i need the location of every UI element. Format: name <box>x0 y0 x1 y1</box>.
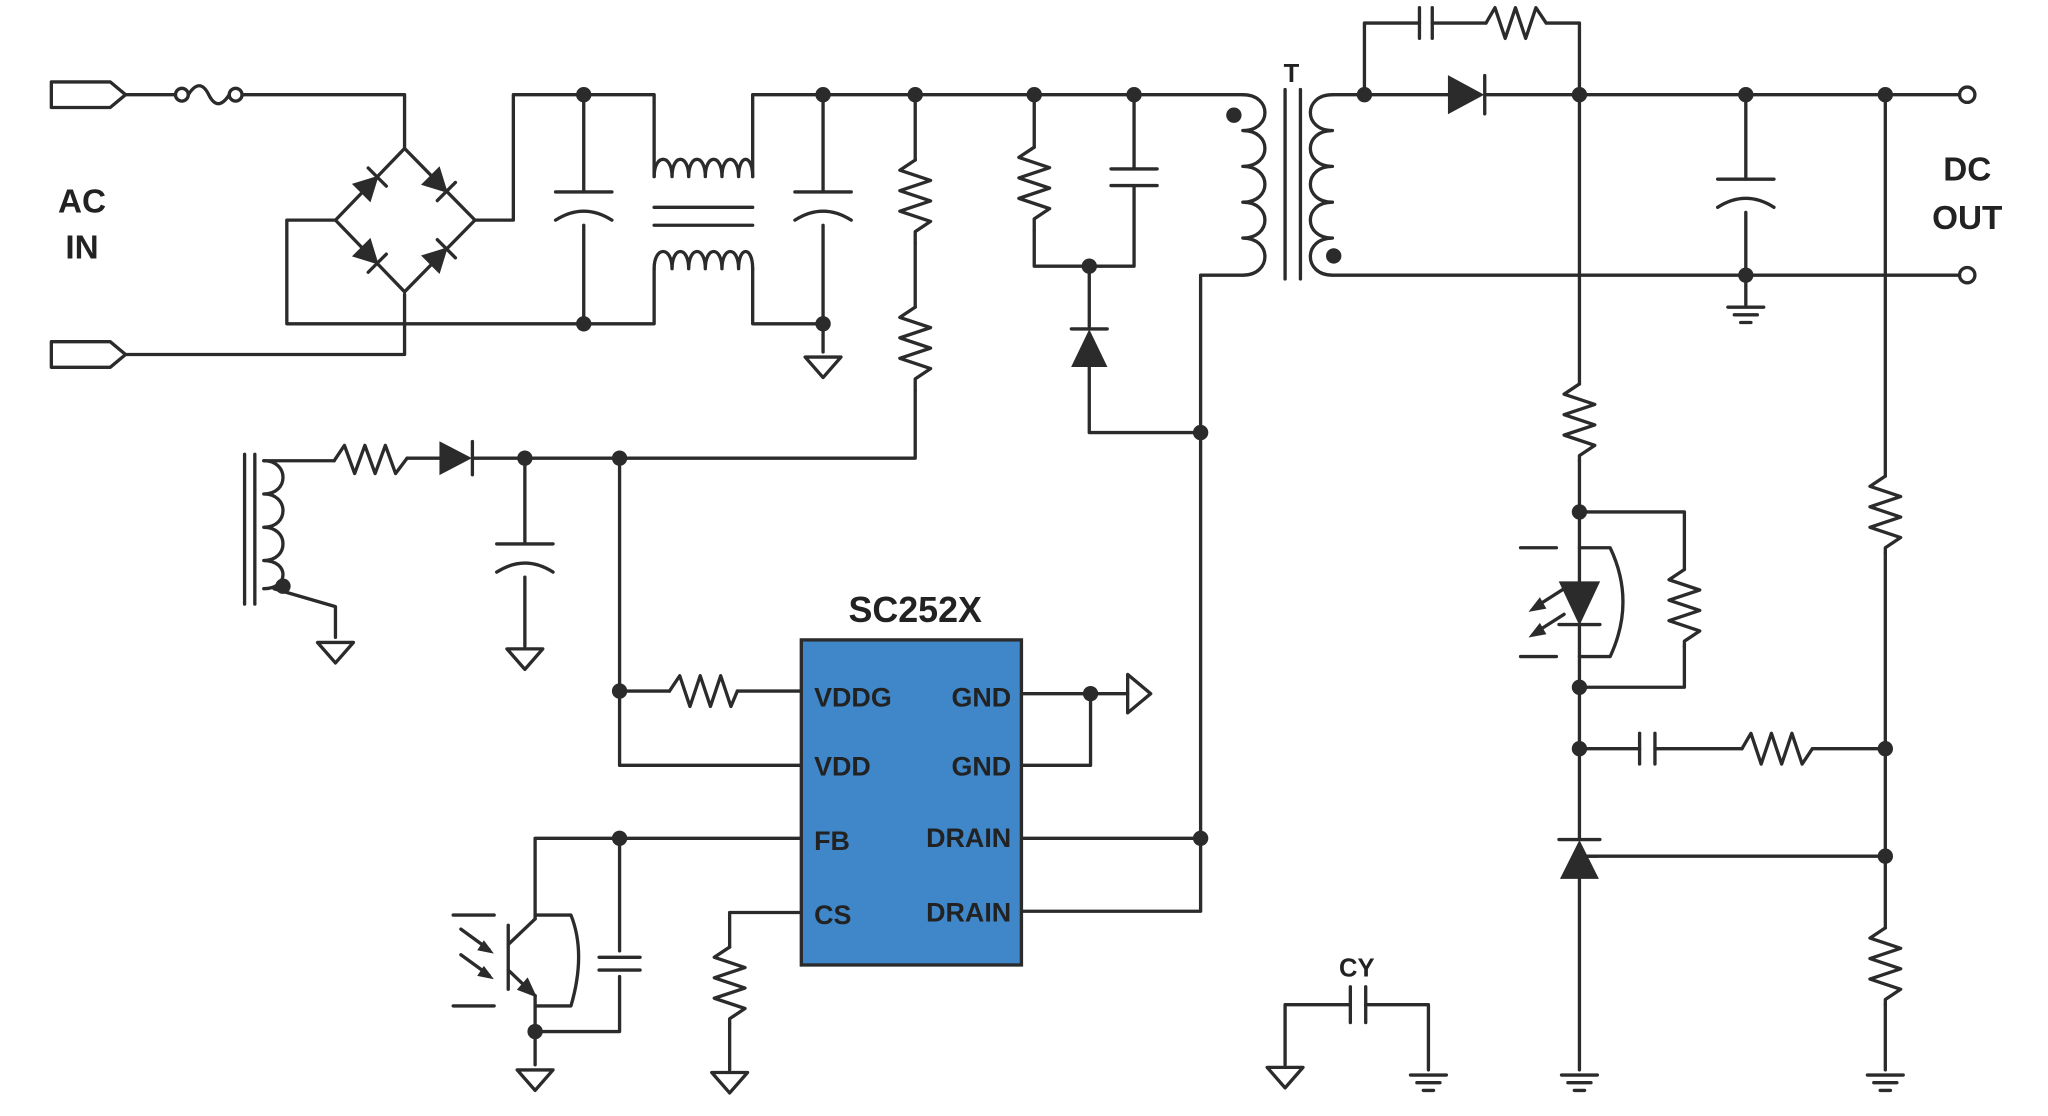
divider-resistor-bottom <box>1868 926 1903 1007</box>
startup-resistor-2 <box>898 305 933 393</box>
aux-resistor <box>332 443 409 476</box>
ground-symbol <box>1865 1073 1905 1093</box>
compensation-resistor <box>1740 731 1815 766</box>
pin-cs-label: CS <box>814 900 851 930</box>
pin-drain-label: DRAIN <box>926 823 1011 853</box>
divider-resistor-top <box>1868 474 1903 555</box>
cy-label: CY <box>1339 954 1375 982</box>
aux-diode <box>439 439 475 477</box>
bridge-rectifier <box>333 146 477 294</box>
startup-resistor-1 <box>898 158 933 245</box>
ground-symbol <box>1726 305 1766 325</box>
primary-polarity-dot <box>1226 107 1242 123</box>
ac-input-terminal-bottom[interactable] <box>49 340 128 369</box>
cs-resistor <box>712 945 747 1026</box>
ic-name: SC252X <box>848 590 982 630</box>
dc-output-terminal-positive[interactable] <box>1957 85 1977 105</box>
dc-out-label: DC <box>1943 151 1991 188</box>
vddg-resistor <box>667 674 739 709</box>
rc-snubber-capacitor <box>1417 6 1434 41</box>
snubber-diode <box>1069 327 1109 367</box>
ground-symbol <box>1559 1073 1600 1093</box>
ground-symbol <box>505 647 545 672</box>
junction-dots <box>517 87 1893 1040</box>
ic-body <box>799 638 1024 967</box>
ground-symbol <box>803 355 843 380</box>
pin-gnd-label: GND <box>952 752 1012 782</box>
aux-polarity-dot <box>275 578 291 594</box>
ground-symbol <box>1265 1065 1305 1090</box>
transformer-label: T <box>1284 60 1300 88</box>
y-capacitor <box>1348 985 1368 1025</box>
ground-symbol <box>1126 672 1153 715</box>
pin-vdd-label: VDD <box>814 752 871 782</box>
optocoupler-led <box>1518 546 1625 659</box>
optocoupler-transistor <box>451 913 581 1008</box>
compensation-capacitor <box>1637 731 1657 766</box>
output-capacitor <box>1715 177 1776 209</box>
wires <box>123 21 1962 1072</box>
bulk-capacitor-1 <box>553 190 614 222</box>
dc-out-label: OUT <box>1932 200 2002 237</box>
snubber-capacitor <box>1109 167 1159 188</box>
ground-symbol <box>315 640 356 665</box>
output-rectifier-diode <box>1447 73 1487 116</box>
controller-ic: SC252X VDDG VDD FB CS GND GND DRAIN DRAI… <box>799 590 1024 967</box>
rc-snubber-resistor <box>1484 6 1548 41</box>
ground-symbol <box>710 1070 750 1095</box>
pin-vddg-label: VDDG <box>814 682 892 712</box>
pin-gnd-label: GND <box>952 682 1012 712</box>
secondary-polarity-dot <box>1326 248 1342 264</box>
ground-symbol <box>1408 1073 1449 1093</box>
dc-output-terminal-negative[interactable] <box>1957 265 1977 285</box>
fb-capacitor <box>597 955 642 972</box>
shunt-regulator <box>1557 837 1602 879</box>
ground-symbol <box>515 1068 555 1093</box>
flyback-transformer <box>1241 87 1335 281</box>
common-mode-choke <box>652 157 755 271</box>
auxiliary-winding <box>242 452 285 606</box>
vdd-capacitor <box>495 542 555 574</box>
led-bias-resistor <box>1562 382 1597 463</box>
fuse <box>173 84 244 106</box>
snubber-resistor <box>1017 145 1052 233</box>
pin-fb-label: FB <box>814 826 850 856</box>
pin-drain-label: DRAIN <box>926 897 1011 927</box>
ac-in-label: IN <box>65 230 98 267</box>
ac-in-label: AC <box>58 183 106 220</box>
bulk-capacitor-2 <box>793 190 853 222</box>
ac-input-terminal-top[interactable] <box>49 80 128 110</box>
led-parallel-resistor <box>1667 567 1702 648</box>
